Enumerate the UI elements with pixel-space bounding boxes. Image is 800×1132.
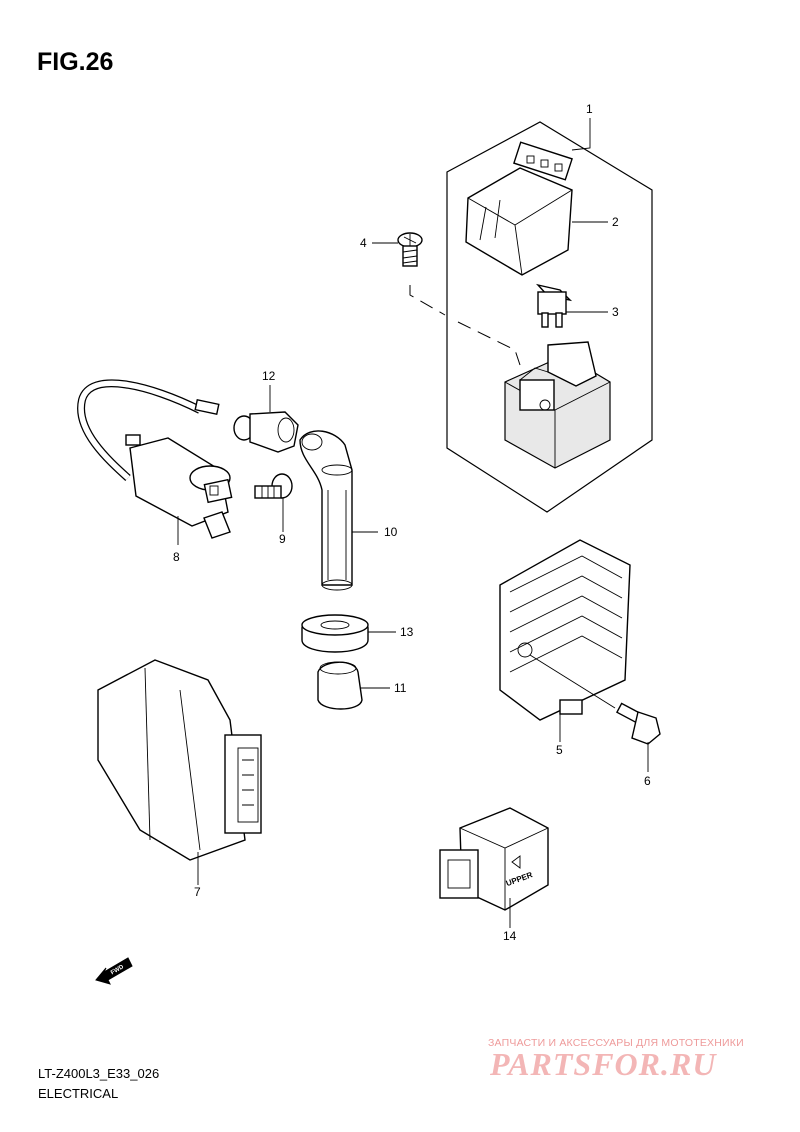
part-13-grommet bbox=[301, 614, 369, 653]
part-4-leader bbox=[409, 285, 446, 316]
watermark-logo: PARTSFOR.RU bbox=[490, 1046, 717, 1082]
part-6-bolt bbox=[615, 702, 661, 745]
part-5-regulator bbox=[499, 539, 631, 721]
callout-5: 5 bbox=[556, 743, 563, 757]
part-4-dash-2 bbox=[457, 321, 521, 366]
part-3-fuse bbox=[535, 283, 573, 328]
part-7-ecm bbox=[97, 659, 262, 861]
part-1-group-outline bbox=[446, 121, 653, 513]
part-12-cap bbox=[233, 411, 299, 453]
callout-11: 11 bbox=[394, 681, 407, 695]
callout-6: 6 bbox=[644, 774, 651, 788]
part-6-leader-dashed bbox=[529, 654, 616, 709]
callout-4: 4 bbox=[360, 236, 367, 250]
callout-7: 7 bbox=[194, 885, 201, 899]
part-2-relay-cover bbox=[465, 141, 573, 276]
callout-8: 8 bbox=[173, 550, 180, 564]
callout-12: 12 bbox=[262, 369, 276, 383]
part-9-bolt bbox=[254, 473, 293, 499]
part-10-plug-cap bbox=[299, 430, 353, 591]
part-1-starter-relay bbox=[504, 341, 611, 469]
callout-3: 3 bbox=[612, 305, 619, 319]
part-4-screw bbox=[397, 232, 423, 267]
watermark-tagline: ЗАПЧАСТИ И АКСЕССУАРЫ ДЛЯ МОТОТЕХНИКИ bbox=[488, 1037, 744, 1049]
figure-code: LT-Z400L3_E33_026 bbox=[38, 1066, 160, 1081]
callout-1: 1 bbox=[586, 102, 593, 116]
figure-title: FIG.26 bbox=[37, 48, 114, 76]
callout-9: 9 bbox=[279, 532, 286, 546]
leader-lines bbox=[177, 118, 649, 928]
part-14-relay bbox=[439, 807, 549, 911]
figure-section-title: ELECTRICAL bbox=[38, 1086, 119, 1101]
callout-2: 2 bbox=[612, 215, 619, 229]
part-11-rubber-boot bbox=[317, 661, 363, 710]
callout-10: 10 bbox=[384, 525, 398, 539]
callout-14: 14 bbox=[503, 929, 517, 943]
fwd-arrow-icon bbox=[95, 957, 133, 985]
part-8-ignition-coil bbox=[77, 379, 233, 539]
callout-13: 13 bbox=[400, 625, 414, 639]
